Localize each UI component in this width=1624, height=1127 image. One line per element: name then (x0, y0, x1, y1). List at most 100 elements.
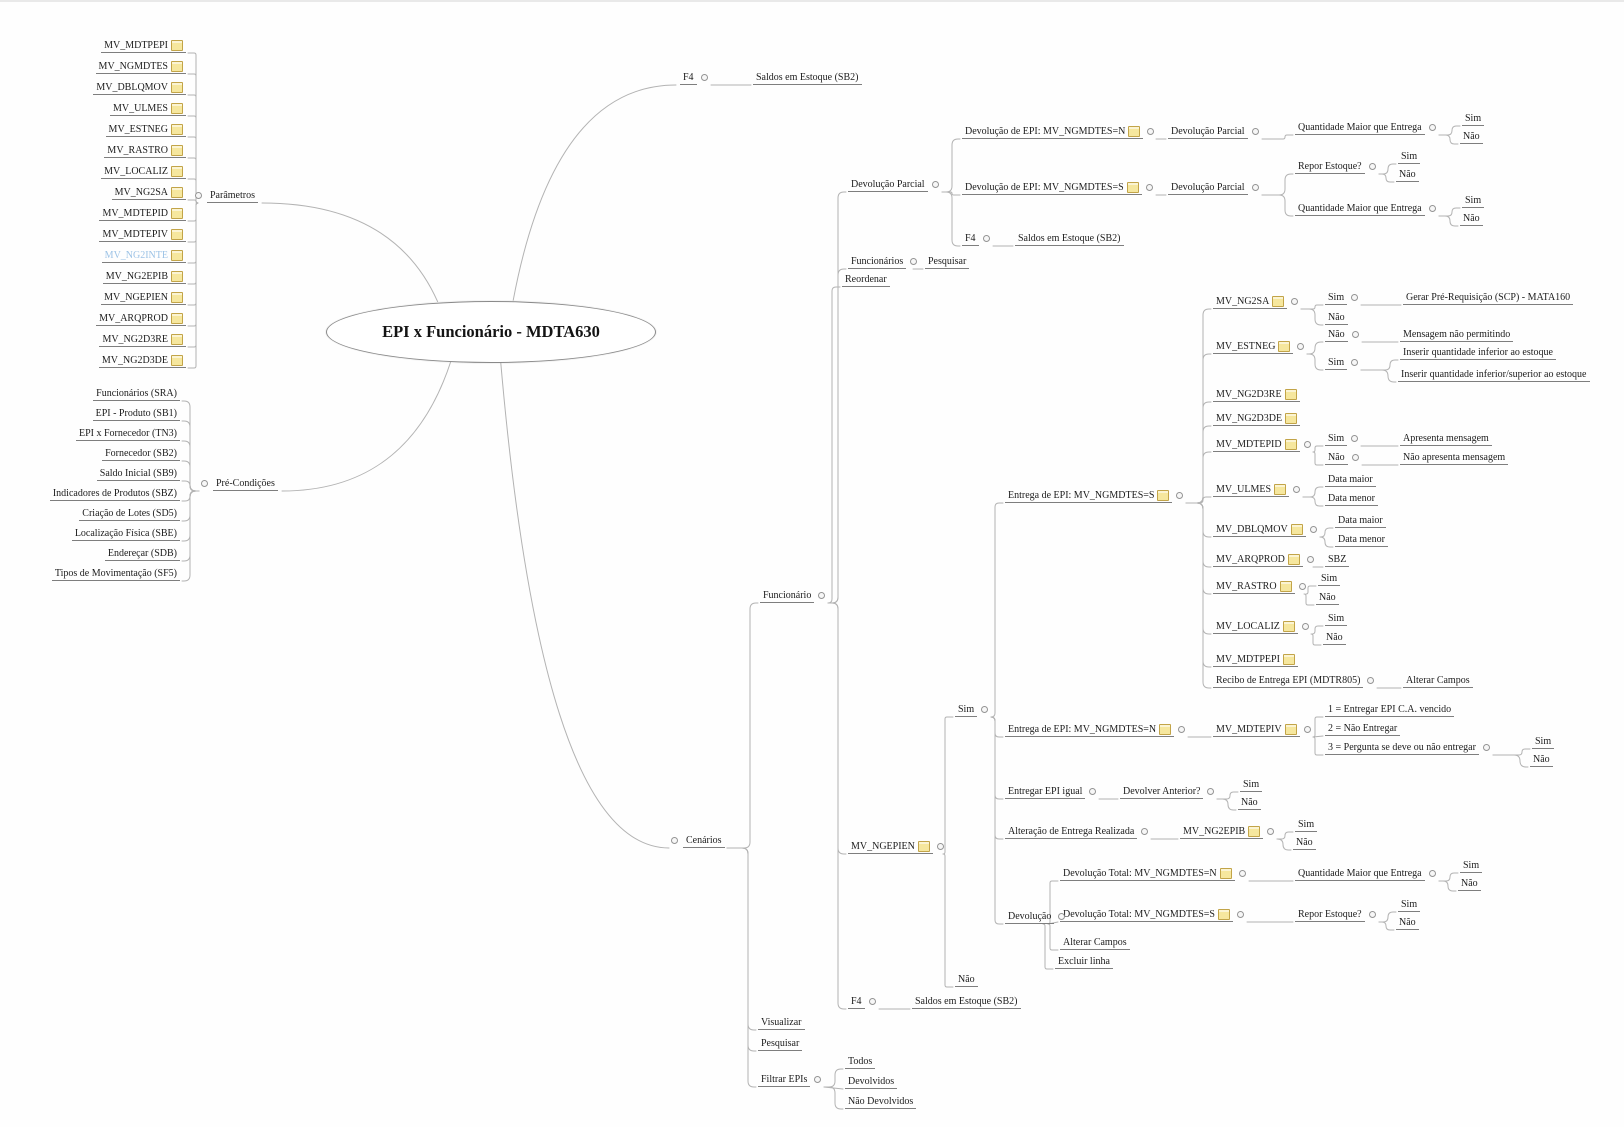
node-2-nao-entregar[interactable]: 2 = Não Entregar (1325, 722, 1401, 736)
node-mv-mdtepiv[interactable]: MV_MDTEPIV (99, 228, 186, 242)
node-pre-condicoes[interactable]: Pré-Condições (213, 477, 278, 491)
node-reordenar[interactable]: Reordenar (842, 273, 890, 287)
node-sim[interactable]: Sim (1325, 291, 1348, 305)
node-mv-estneg[interactable]: MV_ESTNEG (105, 123, 186, 137)
fold-handle[interactable] (1369, 163, 1376, 170)
node-nao[interactable]: Não (1396, 168, 1419, 182)
node-gerar-pre-requisicao-scp-mata160[interactable]: Gerar Pré-Requisição (SCP) - MATA160 (1403, 291, 1574, 305)
fold-handle[interactable] (1367, 677, 1374, 684)
node-mv-ng2d3re[interactable]: MV_NG2D3RE (1213, 388, 1300, 402)
fold-handle[interactable] (1141, 828, 1148, 835)
fold-handle[interactable] (1429, 870, 1436, 877)
node-f4[interactable]: F4 (962, 232, 979, 246)
fold-handle[interactable] (1302, 623, 1309, 630)
fold-handle[interactable] (1293, 486, 1300, 493)
node-nao-devolvidos[interactable]: Não Devolvidos (845, 1095, 917, 1109)
node-sim[interactable]: Sim (1240, 778, 1263, 792)
fold-handle[interactable] (910, 258, 917, 265)
node-mv-localiz[interactable]: MV_LOCALIZ (101, 165, 186, 179)
fold-handle[interactable] (1429, 124, 1436, 131)
node-devolucao-total-mv-ngmdtes-n[interactable]: Devolução Total: MV_NGMDTES=N (1060, 867, 1235, 881)
fold-handle[interactable] (937, 843, 944, 850)
node-mv-ng2d3de[interactable]: MV_NG2D3DE (1213, 412, 1301, 426)
node-mv-ng2d3re[interactable]: MV_NG2D3RE (99, 333, 186, 347)
node-pesquisar[interactable]: Pesquisar (925, 255, 970, 269)
node-quantidade-maior-que-entrega[interactable]: Quantidade Maior que Entrega (1295, 121, 1425, 135)
node-mv-rastro[interactable]: MV_RASTRO (104, 144, 186, 158)
node-sim[interactable]: Sim (1325, 432, 1348, 446)
node-localizacao-fisica-sbe[interactable]: Localização Física (SBE) (71, 527, 180, 541)
root-node[interactable]: EPI x Funcionário - MDTA630 (326, 301, 656, 363)
node-mv-mdtepid[interactable]: MV_MDTEPID (1213, 438, 1300, 452)
node-fornecedor-sb2[interactable]: Fornecedor (SB2) (102, 447, 180, 461)
fold-handle[interactable] (201, 480, 208, 487)
node-devolucao-de-epi-mv-ngmdtes-s[interactable]: Devolução de EPI: MV_NGMDTES=S (962, 181, 1142, 195)
fold-handle[interactable] (814, 1076, 821, 1083)
node-sim[interactable]: Sim (1398, 150, 1421, 164)
node-sim[interactable]: Sim (1460, 859, 1483, 873)
node-nao[interactable]: Não (1293, 836, 1316, 850)
node-nao[interactable]: Não (1396, 916, 1419, 930)
node-funcionarios[interactable]: Funcionários (848, 255, 907, 269)
node-nao[interactable]: Não (1323, 631, 1346, 645)
node-devolucao-parcial[interactable]: Devolução Parcial (848, 178, 928, 192)
node-sim[interactable]: Sim (1295, 818, 1318, 832)
node-inserir-quantidade-inferior-superior-ao-estoque[interactable]: Inserir quantidade inferior/superior ao … (1398, 368, 1590, 382)
node-mv-rastro[interactable]: MV_RASTRO (1213, 580, 1295, 594)
node-mv-mdtpepi[interactable]: MV_MDTPEPI (1213, 653, 1298, 667)
node-saldos-em-estoque-sb2[interactable]: Saldos em Estoque (SB2) (1015, 232, 1124, 246)
node-devolucao[interactable]: Devolução (1005, 910, 1055, 924)
node-mv-mdtpepi[interactable]: MV_MDTPEPI (101, 39, 186, 53)
node-sim[interactable]: Sim (1398, 898, 1421, 912)
fold-handle[interactable] (1352, 331, 1359, 338)
node-mv-dblqmov[interactable]: MV_DBLQMOV (1213, 523, 1306, 537)
node-devolucao-total-mv-ngmdtes-s[interactable]: Devolução Total: MV_NGMDTES=S (1060, 908, 1233, 922)
node-mv-arqprod[interactable]: MV_ARQPROD (1213, 553, 1303, 567)
fold-handle[interactable] (1429, 205, 1436, 212)
node-nao[interactable]: Não (1325, 328, 1348, 342)
node-excluir-linha[interactable]: Excluir linha (1055, 955, 1113, 969)
node-mv-localiz[interactable]: MV_LOCALIZ (1213, 620, 1298, 634)
node-devolver-anterior[interactable]: Devolver Anterior? (1120, 785, 1204, 799)
node-mv-ng2sa[interactable]: MV_NG2SA (1213, 295, 1288, 309)
node-mv-mdtepid[interactable]: MV_MDTEPID (99, 207, 186, 221)
node-entregar-epi-igual[interactable]: Entregar EPI igual (1005, 785, 1086, 799)
node-f4[interactable]: F4 (680, 71, 697, 85)
node-nao[interactable]: Não (1325, 311, 1348, 325)
node-indicadores-de-produtos-sbz[interactable]: Indicadores de Produtos (SBZ) (49, 487, 180, 501)
node-sim[interactable]: Sim (1532, 735, 1555, 749)
node-funcionarios-sra[interactable]: Funcionários (SRA) (93, 387, 180, 401)
node-repor-estoque[interactable]: Repor Estoque? (1295, 160, 1365, 174)
fold-handle[interactable] (1207, 788, 1214, 795)
node-data-maior[interactable]: Data maior (1325, 473, 1376, 487)
node-nao[interactable]: Não (955, 973, 978, 987)
fold-handle[interactable] (1239, 870, 1246, 877)
node-mv-ng2epib[interactable]: MV_NG2EPIB (102, 270, 186, 284)
node-sim[interactable]: Sim (1325, 356, 1348, 370)
node-alterar-campos[interactable]: Alterar Campos (1403, 674, 1473, 688)
node-mv-ngmdtes[interactable]: MV_NGMDTES (95, 60, 186, 74)
node-nao[interactable]: Não (1460, 212, 1483, 226)
node-entrega-de-epi-mv-ngmdtes-s[interactable]: Entrega de EPI: MV_NGMDTES=S (1005, 489, 1173, 503)
node-mv-arqprod[interactable]: MV_ARQPROD (96, 312, 186, 326)
node-devolucao-de-epi-mv-ngmdtes-n[interactable]: Devolução de EPI: MV_NGMDTES=N (962, 125, 1144, 139)
node-sim[interactable]: Sim (1462, 112, 1485, 126)
node-mv-ngepien[interactable]: MV_NGEPIEN (101, 291, 186, 305)
node-saldo-inicial-sb9[interactable]: Saldo Inicial (SB9) (96, 467, 180, 481)
node-quantidade-maior-que-entrega[interactable]: Quantidade Maior que Entrega (1295, 867, 1425, 881)
node-nao[interactable]: Não (1316, 591, 1339, 605)
node-tipos-de-movimentacao-sf5[interactable]: Tipos de Movimentação (SF5) (51, 567, 180, 581)
fold-handle[interactable] (983, 235, 990, 242)
fold-handle[interactable] (1369, 911, 1376, 918)
node-f4[interactable]: F4 (848, 995, 865, 1009)
node-alteracao-de-entrega-realizada[interactable]: Alteração de Entrega Realizada (1005, 825, 1138, 839)
node-inserir-quantidade-inferior-ao-estoque[interactable]: Inserir quantidade inferior ao estoque (1400, 346, 1556, 360)
fold-handle[interactable] (1147, 128, 1154, 135)
node-sim[interactable]: Sim (1325, 612, 1348, 626)
node-nao[interactable]: Não (1458, 877, 1481, 891)
node-nao-apresenta-mensagem[interactable]: Não apresenta mensagem (1400, 451, 1509, 465)
fold-handle[interactable] (1351, 294, 1358, 301)
fold-handle[interactable] (1352, 454, 1359, 461)
node-mv-estneg[interactable]: MV_ESTNEG (1213, 340, 1294, 354)
node-mv-mdtepiv[interactable]: MV_MDTEPIV (1213, 723, 1300, 737)
